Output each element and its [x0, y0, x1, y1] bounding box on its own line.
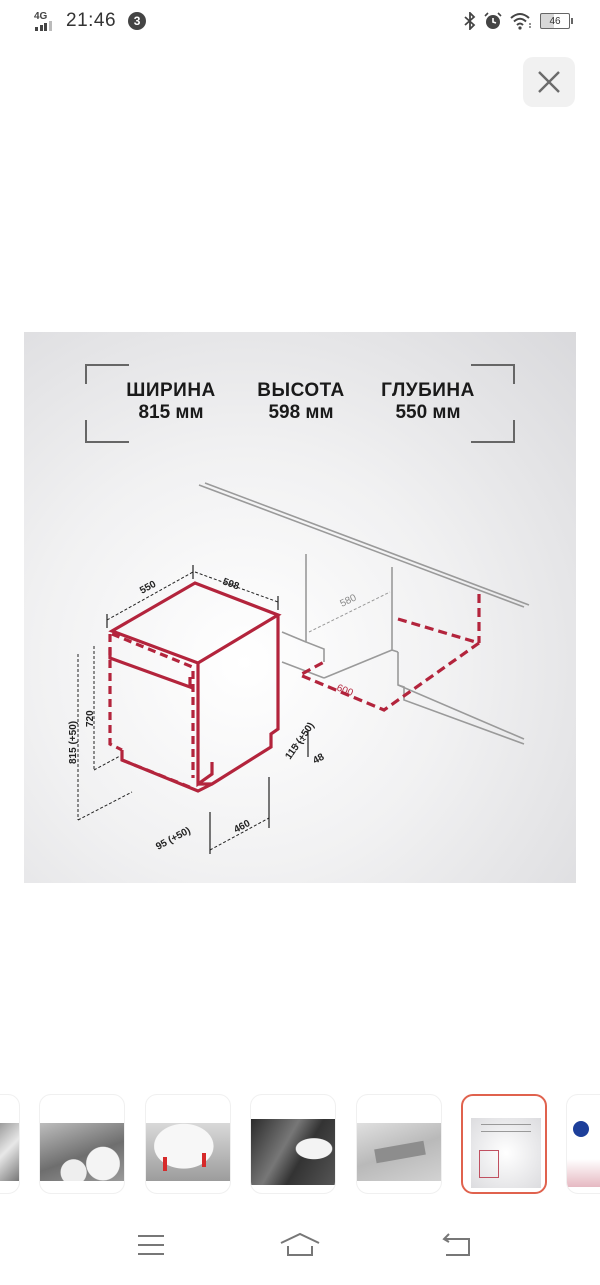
clock: 21:46 [66, 10, 117, 31]
close-icon [538, 71, 560, 93]
alarm-icon [484, 12, 502, 29]
battery-level: 46 [549, 15, 561, 27]
height-total-label: 815 (+50) [68, 721, 79, 764]
product-image-dimensions[interactable]: 580 600 [24, 332, 576, 883]
base-depth-label: 460 [232, 818, 252, 836]
plinth-front-label: 95 (+50) [154, 825, 192, 852]
height-body-label: 720 [85, 710, 96, 727]
cellular-signal-icon: 4G [34, 11, 60, 31]
width-spec: ШИРИНА 815 мм [126, 380, 216, 423]
thumb-plate-holders[interactable] [145, 1094, 231, 1194]
side-offset-label: 48 [311, 752, 326, 767]
menu-icon [138, 1235, 164, 1255]
battery-icon: 46 [540, 13, 573, 29]
dimension-diagram: 580 600 [68, 364, 530, 854]
network-type: 4G [34, 11, 48, 22]
top-depth-label: 550 [138, 579, 158, 597]
depth-spec: ГЛУБИНА 550 мм [381, 380, 475, 423]
thumbnail-strip[interactable] [0, 1094, 600, 1194]
menu-button[interactable] [131, 1230, 171, 1260]
home-icon [280, 1232, 320, 1256]
thumb-cup-rack[interactable] [250, 1094, 336, 1194]
thumb-control-panel[interactable] [356, 1094, 442, 1194]
headline-dimensions: ШИРИНА 815 мм ВЫСОТА 598 мм ГЛУБИНА 550 … [24, 370, 576, 450]
thumb-dishes-partial[interactable] [0, 1094, 20, 1194]
thumb-dishes-rack[interactable] [39, 1094, 125, 1194]
thumb-dimensions[interactable] [461, 1094, 547, 1194]
close-button[interactable] [523, 57, 575, 107]
wifi-icon [510, 13, 531, 30]
back-button[interactable] [437, 1230, 477, 1260]
thumb-eu-certificate[interactable] [566, 1094, 600, 1194]
frame-brackets [85, 364, 515, 443]
home-button[interactable] [280, 1230, 320, 1260]
height-spec: ВЫСОТА 598 мм [257, 380, 345, 423]
niche-depth-label: 580 [338, 592, 358, 609]
back-icon [442, 1233, 470, 1256]
status-bar: 4G 21:46 3 46 [0, 0, 600, 46]
bluetooth-icon [464, 12, 476, 30]
top-width-label: 598 [221, 576, 241, 592]
system-nav-bar [0, 1220, 600, 1270]
niche-width-label: 600 [335, 683, 355, 700]
notification-count-badge: 3 [128, 12, 147, 30]
